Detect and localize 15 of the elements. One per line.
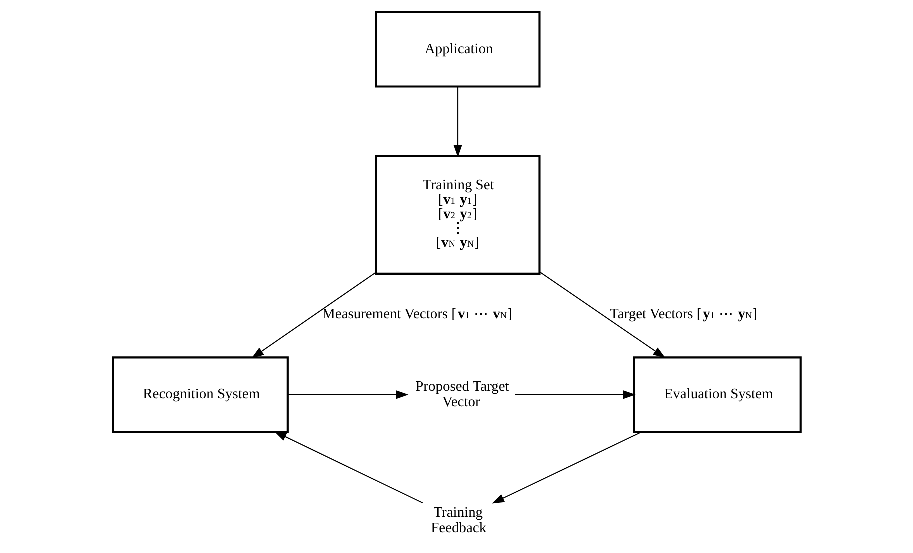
node-box: Application (374, 11, 540, 88)
arrow (453, 86, 462, 158)
arrow (514, 390, 636, 400)
node-text: Proposed Target Vector (415, 378, 509, 410)
arrow (539, 272, 666, 358)
arrow (274, 432, 423, 504)
arrow (287, 390, 408, 400)
node-text: Training Feedback (430, 505, 486, 537)
node-box: Recognition System (112, 356, 288, 434)
arrow (492, 432, 642, 504)
edge-label: Target Vectors [y1 ⋯ yN] (610, 306, 758, 323)
edge-label: Measurement Vectors [v1 ⋯ vN] (322, 306, 512, 323)
arrow (251, 272, 376, 359)
node-box: Evaluation System (632, 356, 802, 434)
node-box: Training Set [v1 y1] [v2 y2] ⋮ [vN yN] (374, 154, 540, 275)
